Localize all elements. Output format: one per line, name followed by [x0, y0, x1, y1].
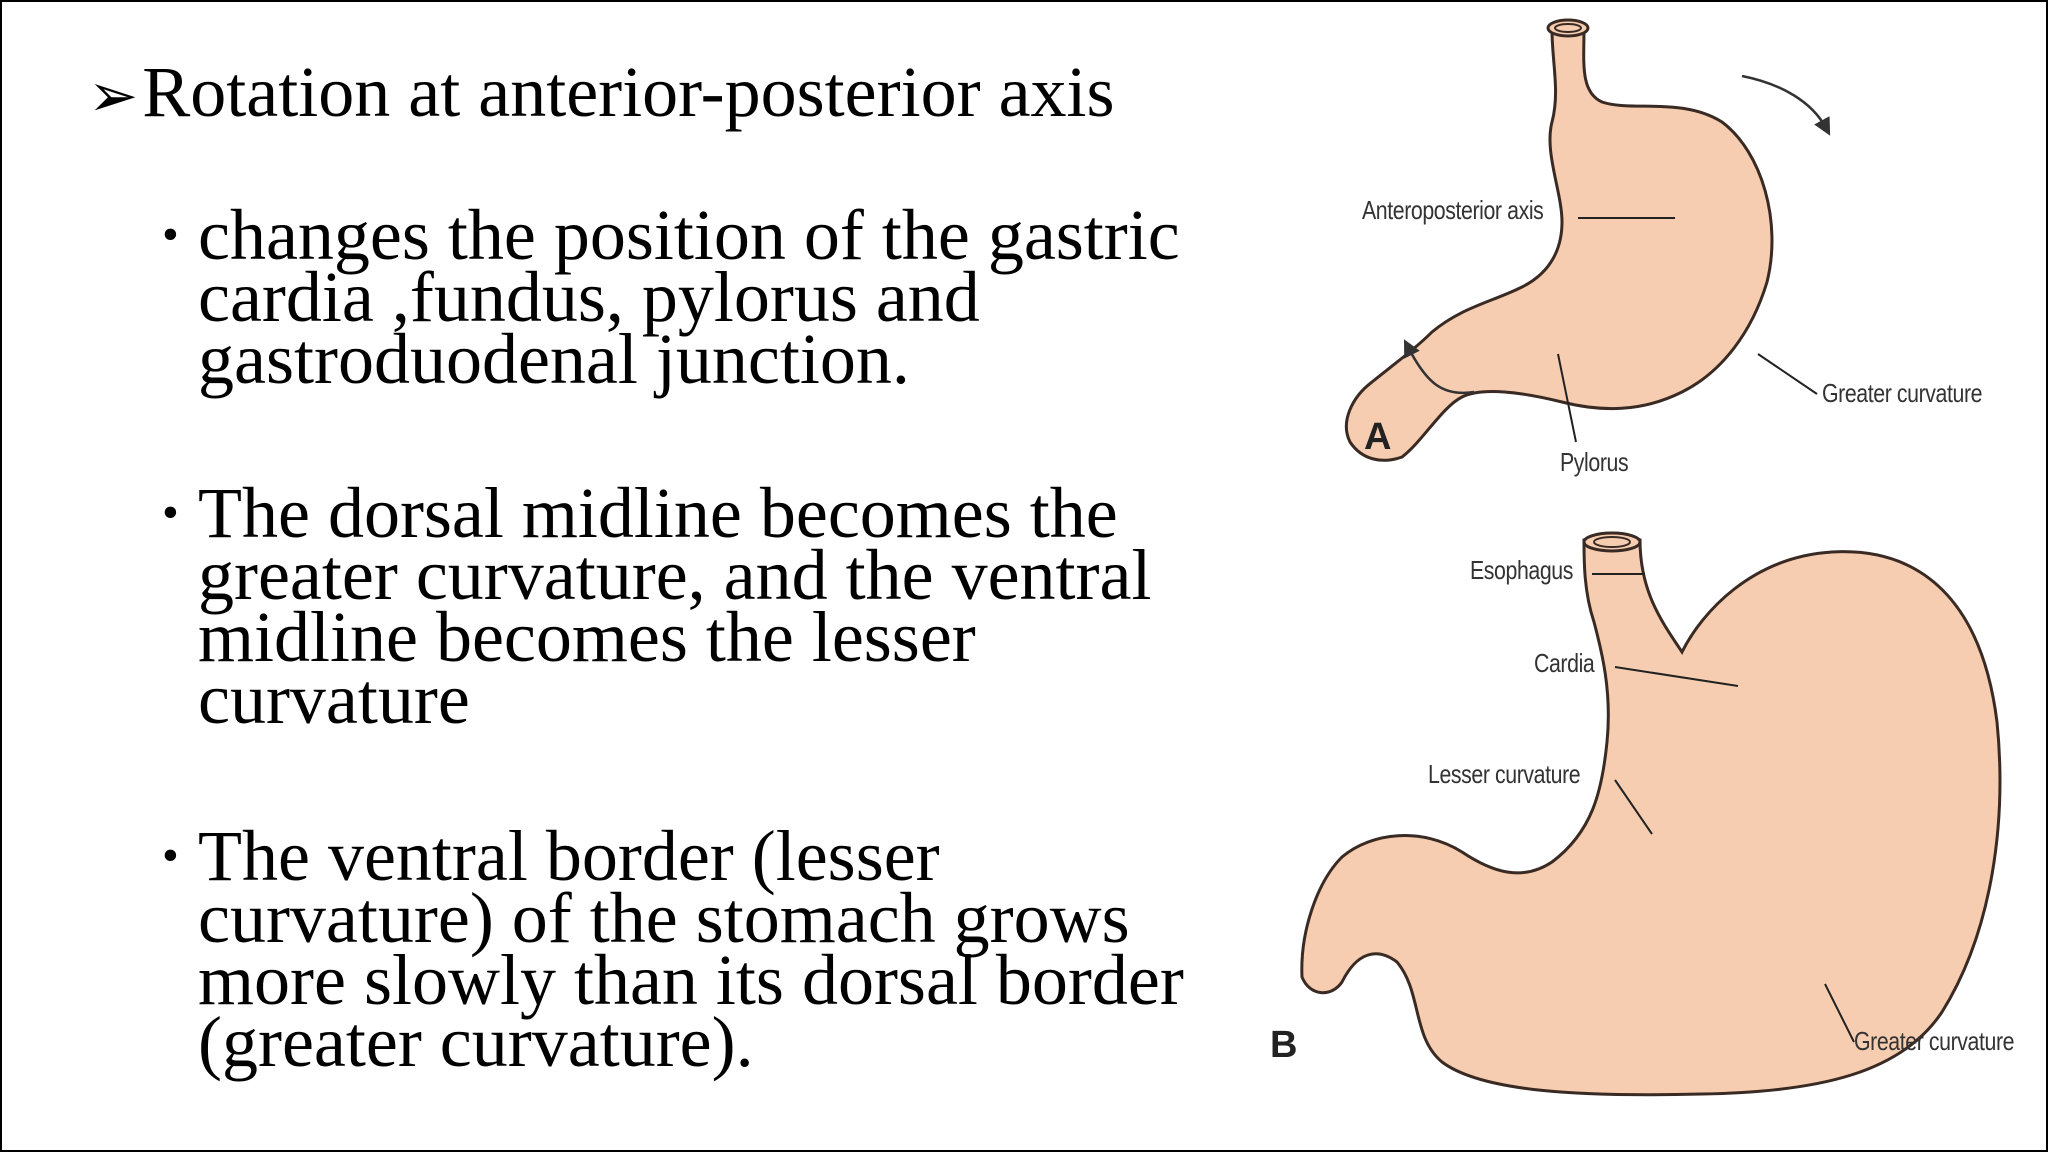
bullet-item: • changes the position of the gastric ca…: [162, 195, 1180, 399]
bullet-line: cardia ,fundus, pylorus and: [198, 257, 980, 337]
stomach-b: [1300, 531, 2002, 1097]
rotation-arrow-bottom-icon: [1403, 339, 1475, 395]
esophagus-b-opening: [1582, 531, 1642, 553]
stomach-a-body: [1344, 28, 1774, 462]
greater-curvature-a-leader: [1757, 353, 1818, 395]
bullet-line: greater curvature, and the ventral: [198, 535, 1152, 615]
bullet-dot-icon: •: [162, 486, 179, 539]
bullet-line: curvature) of the stomach grows: [198, 878, 1130, 958]
lesser-curvature-leader: [1614, 779, 1653, 835]
greater-curvature-b-leader: [1824, 983, 1855, 1043]
stomach-illustration: [1300, 18, 2002, 1097]
label-greater-curvature-b: Greater curvature: [1854, 1026, 2015, 1056]
label-anteroposterior-axis: Anteroposterior axis: [1362, 195, 1544, 225]
panel-letter-b: B: [1270, 1024, 1298, 1066]
stomach-b-body: [1300, 538, 2002, 1097]
pylorus-leader: [1557, 353, 1577, 443]
title-text: Rotation at anterior-posterior axis: [142, 52, 1115, 132]
bullet-line: The dorsal midline becomes the: [198, 473, 1118, 553]
bullet-line: The ventral border (lesser: [198, 816, 940, 896]
bullet-line: curvature: [198, 659, 470, 739]
label-pylorus: Pylorus: [1560, 447, 1629, 477]
cardia-leader: [1614, 666, 1739, 687]
label-cardia: Cardia: [1534, 648, 1595, 678]
bullet-item: • The dorsal midline becomes the greater…: [162, 473, 1152, 739]
arrow-bullet-icon: ➢: [88, 63, 139, 129]
bullet-item: • The ventral border (lesser curvature) …: [162, 816, 1184, 1082]
bullet-line: more slowly than its dorsal border: [198, 940, 1184, 1020]
slide-title: ➢ Rotation at anterior-posterior axis: [88, 46, 1115, 142]
label-lesser-curvature: Lesser curvature: [1428, 759, 1581, 789]
label-esophagus: Esophagus: [1470, 555, 1573, 585]
panel-letter-a: A: [1364, 416, 1392, 458]
label-greater-curvature-a: Greater curvature: [1822, 378, 1983, 408]
stomach-rotation-figure: Anteroposterior axis Greater curvature P…: [1222, 2, 2046, 1150]
bullet-line: gastroduodenal junction.: [198, 319, 910, 399]
bullet-line: midline becomes the lesser: [198, 597, 976, 677]
rotation-arrow-top-icon: [1741, 74, 1831, 136]
bullet-line: changes the position of the gastric: [198, 195, 1180, 275]
esophagus-a-opening: [1546, 18, 1590, 38]
bullet-line: (greater curvature).: [198, 1002, 754, 1082]
bullet-dot-icon: •: [162, 829, 179, 882]
stomach-a: [1344, 18, 1831, 462]
bullet-dot-icon: •: [162, 208, 179, 261]
